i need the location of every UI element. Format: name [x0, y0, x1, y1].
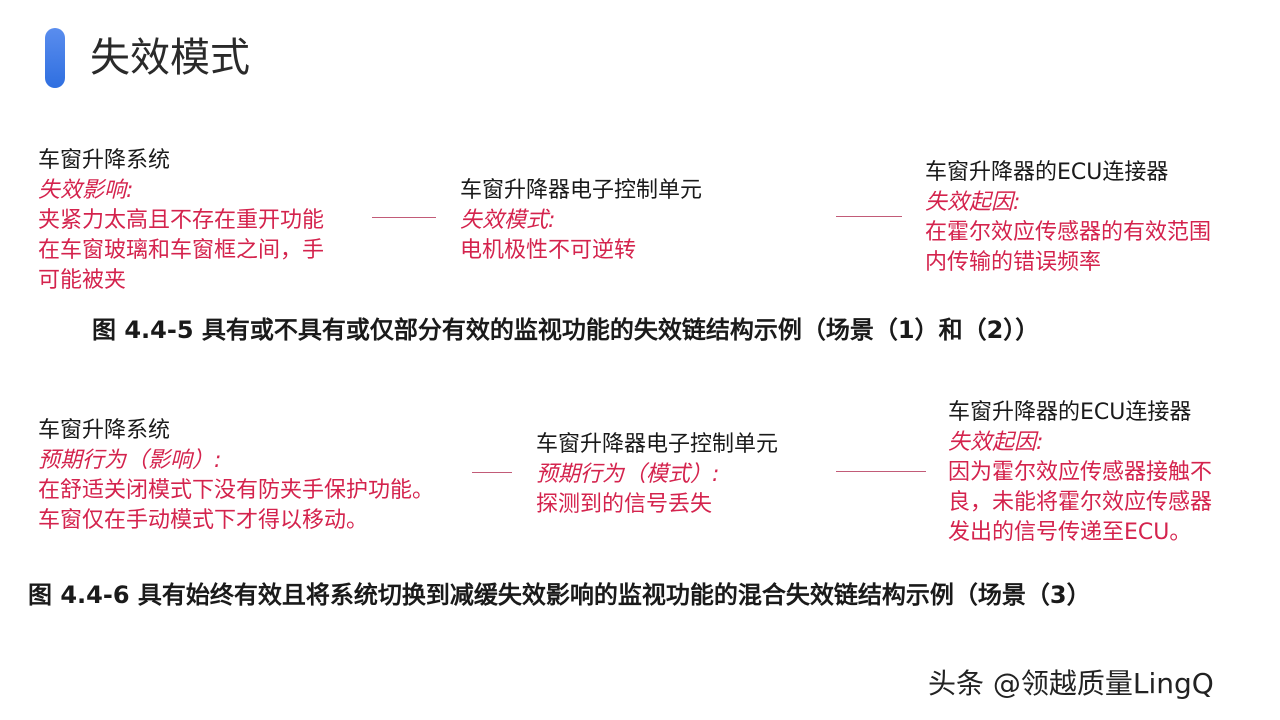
d1-system-box: 车窗升降系统 失效影响: 夹紧力太高且不存在重开功能 在车窗玻璃和车窗框之间，手…	[38, 146, 324, 296]
d1-system-line: 可能被夹	[38, 268, 127, 293]
d2-connector-label: 失效起因:	[948, 430, 1044, 455]
watermark-text: 头条 @领越质量LingQ	[928, 667, 1214, 700]
d2-connector-line: 良，未能将霍尔效应传感器	[948, 490, 1213, 515]
d1-connector-label: 失效起因:	[925, 190, 1021, 215]
d1-ecu-box: 车窗升降器电子控制单元 失效模式: 电机极性不可逆转	[460, 176, 702, 266]
d1-connector-box: 车窗升降器的ECU连接器 失效起因: 在霍尔效应传感器的有效范围 内传输的错误频…	[925, 158, 1211, 278]
d1-ecu-name: 车窗升降器电子控制单元	[460, 178, 703, 203]
d1-connector-line-right	[836, 216, 902, 217]
d2-system-name: 车窗升降系统	[38, 418, 171, 443]
d2-system-label: 预期行为（影响）:	[38, 448, 222, 473]
d1-system-name: 车窗升降系统	[38, 148, 171, 173]
d1-connector-line: 在霍尔效应传感器的有效范围	[925, 220, 1212, 245]
d1-system-label: 失效影响:	[38, 178, 134, 203]
d2-connector-line-right	[836, 471, 926, 472]
d2-connector-line: 因为霍尔效应传感器接触不	[948, 460, 1213, 485]
d2-ecu-name: 车窗升降器电子控制单元	[536, 432, 779, 457]
d1-connector-line-left	[372, 217, 436, 218]
d2-ecu-line: 探测到的信号丢失	[536, 492, 713, 517]
d2-ecu-box: 车窗升降器电子控制单元 预期行为（模式）: 探测到的信号丢失	[536, 430, 778, 520]
d2-system-line: 车窗仅在手动模式下才得以移动。	[38, 508, 369, 533]
title-accent-bar	[45, 28, 65, 88]
d2-ecu-label: 预期行为（模式）:	[536, 462, 720, 487]
d1-ecu-label: 失效模式:	[460, 208, 556, 233]
page-title: 失效模式	[90, 35, 250, 81]
d2-connector-box: 车窗升降器的ECU连接器 失效起因: 因为霍尔效应传感器接触不 良，未能将霍尔效…	[948, 398, 1212, 548]
d2-connector-name: 车窗升降器的ECU连接器	[948, 400, 1192, 425]
d1-connector-line: 内传输的错误频率	[925, 250, 1102, 275]
d1-connector-name: 车窗升降器的ECU连接器	[925, 160, 1169, 185]
d2-connector-line: 发出的信号传递至ECU。	[948, 520, 1192, 545]
d1-ecu-line: 电机极性不可逆转	[460, 238, 637, 263]
d1-system-line: 夹紧力太高且不存在重开功能	[38, 208, 325, 233]
d2-connector-line-left	[472, 472, 512, 473]
d1-figure-caption: 图 4.4-5 具有或不具有或仅部分有效的监视功能的失效链结构示例（场景（1）和…	[92, 316, 1040, 344]
d2-system-line: 在舒适关闭模式下没有防夹手保护功能。	[38, 478, 435, 503]
d2-system-box: 车窗升降系统 预期行为（影响）: 在舒适关闭模式下没有防夹手保护功能。 车窗仅在…	[38, 416, 434, 536]
d1-system-line: 在车窗玻璃和车窗框之间，手	[38, 238, 325, 263]
d2-figure-caption: 图 4.4-6 具有始终有效且将系统切换到减缓失效影响的监视功能的混合失效链结构…	[28, 581, 1091, 609]
